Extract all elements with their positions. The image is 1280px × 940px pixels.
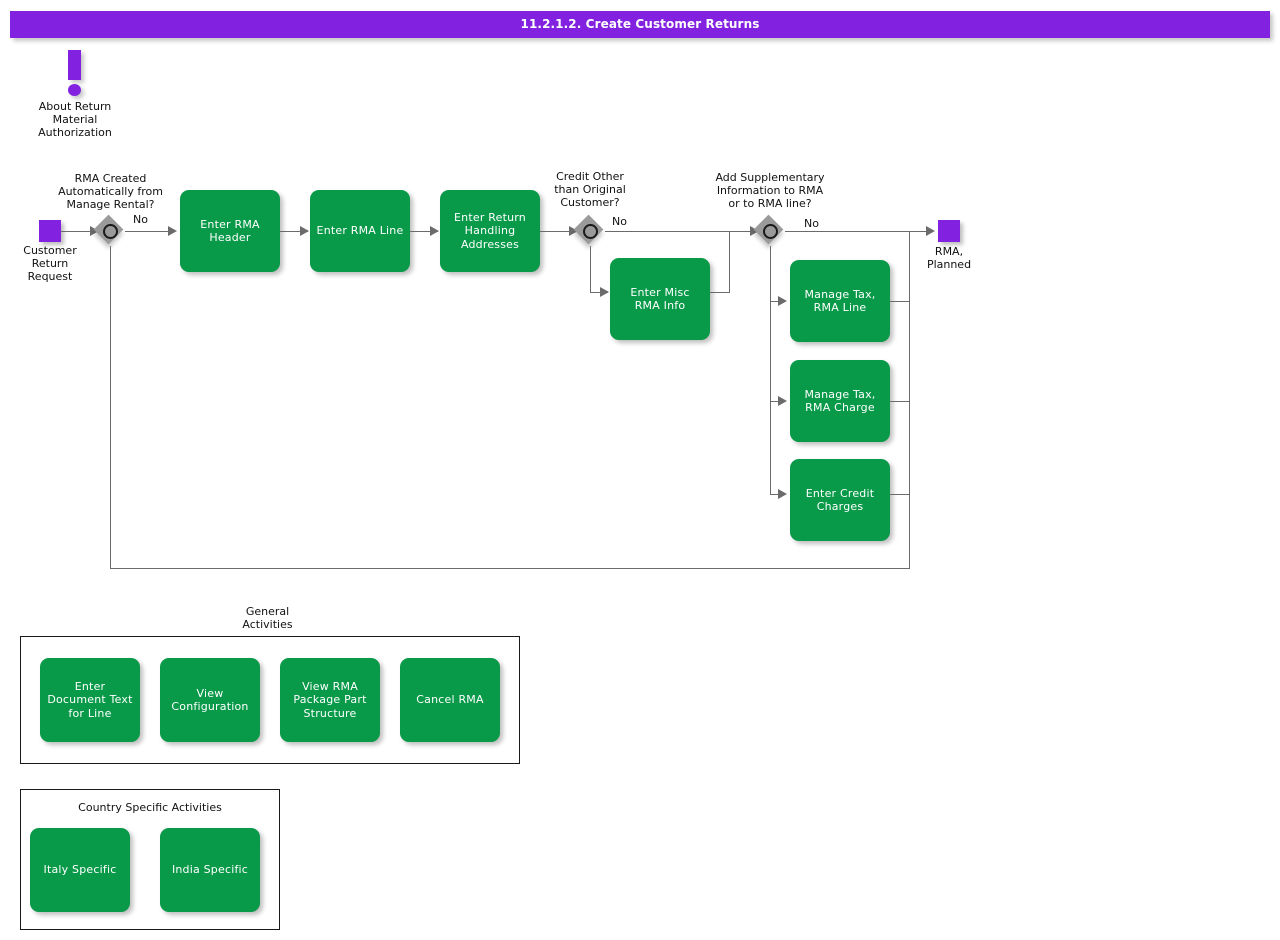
connector-decision1-down [110, 246, 111, 561]
country-specific-activities-title: Country Specific Activities [78, 801, 222, 814]
connector-manage-tax-rma-charge-out [890, 401, 910, 402]
connector-spine-to-manage-tax-rma-line [770, 301, 784, 302]
connector-enter-credit-charges-out [890, 494, 910, 495]
activity-manage-tax-rma-charge[interactable]: Manage Tax, RMA Charge [790, 360, 890, 442]
decision3-branch-label-no: No [804, 217, 819, 230]
arrowhead-decision1-to-enter-rma-header [168, 226, 177, 236]
activity-enter-credit-charges-label: Enter Credit Charges [805, 486, 875, 514]
connector-misc-info-return-up [729, 232, 730, 292]
activity-manage-tax-rma-line-label: Manage Tax, RMA Line [804, 287, 876, 315]
connector-right-collector-spine [909, 232, 910, 568]
activity-india-specific-label: India Specific [171, 863, 249, 877]
terminator-customer-return-request-label: Customer Return Request [23, 244, 77, 283]
connector-header-to-line [280, 231, 308, 232]
activity-view-configuration-label: View Configuration [171, 686, 249, 714]
connector-addresses-to-decision2 [540, 231, 574, 232]
activity-enter-rma-header-label: Enter RMA Header [200, 217, 260, 245]
activity-enter-return-handling-addresses-label: Enter Return Handling Addresses [454, 210, 526, 251]
decision-credit-other-question: Credit Other than Original Customer? [554, 170, 626, 209]
activity-italy-specific[interactable]: Italy Specific [30, 828, 130, 912]
activity-cancel-rma[interactable]: Cancel RMA [400, 658, 500, 742]
decision-rma-created-automatically-question: RMA Created Automatically from Manage Re… [58, 172, 163, 211]
connector-decision2-down [590, 246, 591, 292]
decision-ring-icon [103, 224, 118, 239]
connector-spine-to-enter-credit-charges [770, 494, 784, 495]
arrowhead-line-to-addresses [430, 226, 439, 236]
connector-decision3-to-end [785, 231, 930, 232]
activity-manage-tax-rma-charge-label: Manage Tax, RMA Charge [804, 387, 876, 415]
activity-enter-rma-line[interactable]: Enter RMA Line [310, 190, 410, 272]
exclamation-icon-dot [68, 84, 81, 96]
general-activities-frame [20, 636, 520, 764]
activity-view-rma-package-part-structure-label: View RMA Package Part Structure [293, 679, 367, 720]
connector-decision2-to-misc-info [590, 292, 608, 293]
connector-decision2-to-decision3 [605, 231, 753, 232]
activity-view-configuration[interactable]: View Configuration [160, 658, 260, 742]
decision-add-supplementary-question: Add Supplementary Information to RMA or … [715, 171, 825, 210]
connector-bottom-loop-left-corner [110, 555, 111, 569]
activity-enter-credit-charges[interactable]: Enter Credit Charges [790, 459, 890, 541]
terminator-rma-planned-label: RMA, Planned [926, 245, 972, 271]
arrowhead-decision3-to-end [926, 226, 935, 236]
arrowhead-header-to-line [300, 226, 309, 236]
connector-start-to-decision1 [61, 231, 93, 232]
decision-ring-icon [583, 224, 598, 239]
arrowhead-addresses-to-decision2 [569, 226, 578, 236]
decision-add-supplementary-information[interactable] [753, 214, 785, 246]
connector-spine-to-manage-tax-rma-charge [770, 401, 784, 402]
activity-italy-specific-label: Italy Specific [43, 863, 117, 877]
terminator-customer-return-request[interactable] [39, 220, 61, 242]
country-specific-activities-frame [20, 789, 280, 930]
activity-enter-document-text-for-line[interactable]: Enter Document Text for Line [40, 658, 140, 742]
about-return-material-authorization-label[interactable]: About Return Material Authorization [38, 100, 112, 139]
arrowhead-spine-to-manage-tax-rma-line [778, 296, 787, 306]
arrowhead-decision2-to-misc-info [600, 287, 609, 297]
page-title: 11.2.1.2. Create Customer Returns [520, 17, 760, 31]
activity-manage-tax-rma-line[interactable]: Manage Tax, RMA Line [790, 260, 890, 342]
activity-enter-document-text-for-line-label: Enter Document Text for Line [47, 679, 133, 720]
arrowhead-spine-to-enter-credit-charges [778, 489, 787, 499]
connector-misc-info-return [710, 292, 730, 293]
decision-credit-other-than-original-customer[interactable] [573, 214, 605, 246]
connector-line-to-addresses [410, 231, 438, 232]
decision2-branch-label-no: No [612, 215, 627, 228]
terminator-rma-planned[interactable] [938, 220, 960, 242]
connector-decision3-down-spine [770, 246, 771, 494]
activity-cancel-rma-label: Cancel RMA [416, 693, 484, 707]
connector-manage-tax-rma-line-out [890, 301, 910, 302]
connector-bottom-loop [110, 568, 910, 569]
page-title-bar: 11.2.1.2. Create Customer Returns [10, 11, 1270, 38]
decision-rma-created-automatically[interactable] [93, 214, 125, 246]
connector-decision1-to-enter-rma-header [125, 231, 171, 232]
decision-ring-icon [763, 224, 778, 239]
exclamation-icon [68, 50, 81, 80]
activity-view-rma-package-part-structure[interactable]: View RMA Package Part Structure [280, 658, 380, 742]
arrowhead-spine-to-manage-tax-rma-charge [778, 396, 787, 406]
activity-enter-rma-header[interactable]: Enter RMA Header [180, 190, 280, 272]
activity-enter-misc-rma-info[interactable]: Enter Misc RMA Info [610, 258, 710, 340]
activity-enter-rma-line-label: Enter RMA Line [316, 224, 404, 238]
activity-enter-return-handling-addresses[interactable]: Enter Return Handling Addresses [440, 190, 540, 272]
activity-india-specific[interactable]: India Specific [160, 828, 260, 912]
activity-enter-misc-rma-info-label: Enter Misc RMA Info [630, 285, 690, 313]
decision1-branch-label-no: No [133, 213, 148, 226]
general-activities-title: General Activities [242, 605, 293, 631]
